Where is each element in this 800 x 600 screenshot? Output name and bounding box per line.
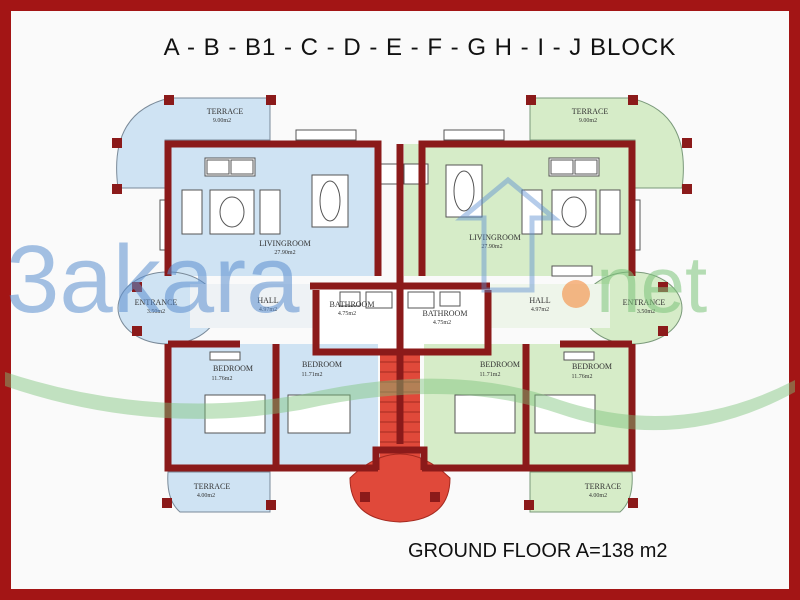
hall-left-area	[190, 284, 315, 328]
area-living-left: 27.90m2	[274, 250, 295, 256]
label-bed-right-outer: BEDROOM	[572, 362, 612, 371]
label-bed-right-inner: BEDROOM	[480, 360, 520, 369]
label-terrace-bottom-right: TERRACE	[585, 482, 622, 491]
label-hall-right: HALL	[529, 296, 550, 305]
area-bath-left: 4.75m2	[338, 311, 356, 317]
columns	[112, 95, 692, 510]
area-bed-left-outer: 11.76m2	[212, 376, 233, 382]
label-terrace-bottom-left: TERRACE	[194, 482, 231, 491]
area-entrance-right: 3.50m2	[637, 309, 655, 315]
label-terrace-top-left: TERRACE	[207, 107, 244, 116]
area-terrace-top-right: 9.00m2	[579, 118, 597, 124]
area-terrace-top-left: 9.00m2	[213, 118, 231, 124]
area-entrance-left: 3.50m2	[147, 309, 165, 315]
furniture	[159, 129, 641, 434]
area-bed-right-inner: 11.71m2	[480, 372, 501, 378]
label-hall-left: HALL	[257, 296, 278, 305]
walls	[164, 140, 636, 472]
area-hall-right: 4.97m2	[531, 307, 549, 313]
label-bed-left-outer: BEDROOM	[213, 364, 253, 373]
area-terrace-bottom-left: 4.00m2	[197, 493, 215, 499]
block-title: A - B - B1 - C - D - E - F - G H - I - J…	[163, 34, 677, 61]
area-terrace-bottom-right: 4.00m2	[589, 493, 607, 499]
terrace-top-right-area	[529, 97, 684, 189]
area-living-right: 27.90m2	[481, 244, 502, 250]
label-terrace-top-right: TERRACE	[572, 107, 609, 116]
room-labels: TERRACE 9.00m2 TERRACE 9.00m2 LIVINGROOM…	[135, 107, 666, 499]
label-bath-left: BATHROOM	[330, 300, 375, 309]
area-bed-left-inner: 11.71m2	[302, 372, 323, 378]
terrace-bottom-left-area	[167, 471, 271, 513]
label-entrance-right: ENTRANCE	[623, 298, 666, 307]
terrace-top-left-area	[116, 97, 271, 189]
label-living-right: LIVINGROOM	[469, 233, 521, 242]
label-living-left: LIVINGROOM	[259, 239, 311, 248]
terrace-bottom-right-area	[529, 471, 633, 513]
floor-area-caption: GROUND FLOOR A=138 m2	[408, 540, 668, 562]
label-bath-right: BATHROOM	[423, 309, 468, 318]
label-bed-left-inner: BEDROOM	[302, 360, 342, 369]
label-entrance-left: ENTRANCE	[135, 298, 178, 307]
area-hall-left: 4.97m2	[259, 307, 277, 313]
right-unit	[402, 97, 684, 513]
hall-right-area	[488, 284, 610, 328]
area-bed-right-outer: 11.76m2	[572, 374, 593, 380]
area-bath-right: 4.75m2	[433, 320, 451, 326]
